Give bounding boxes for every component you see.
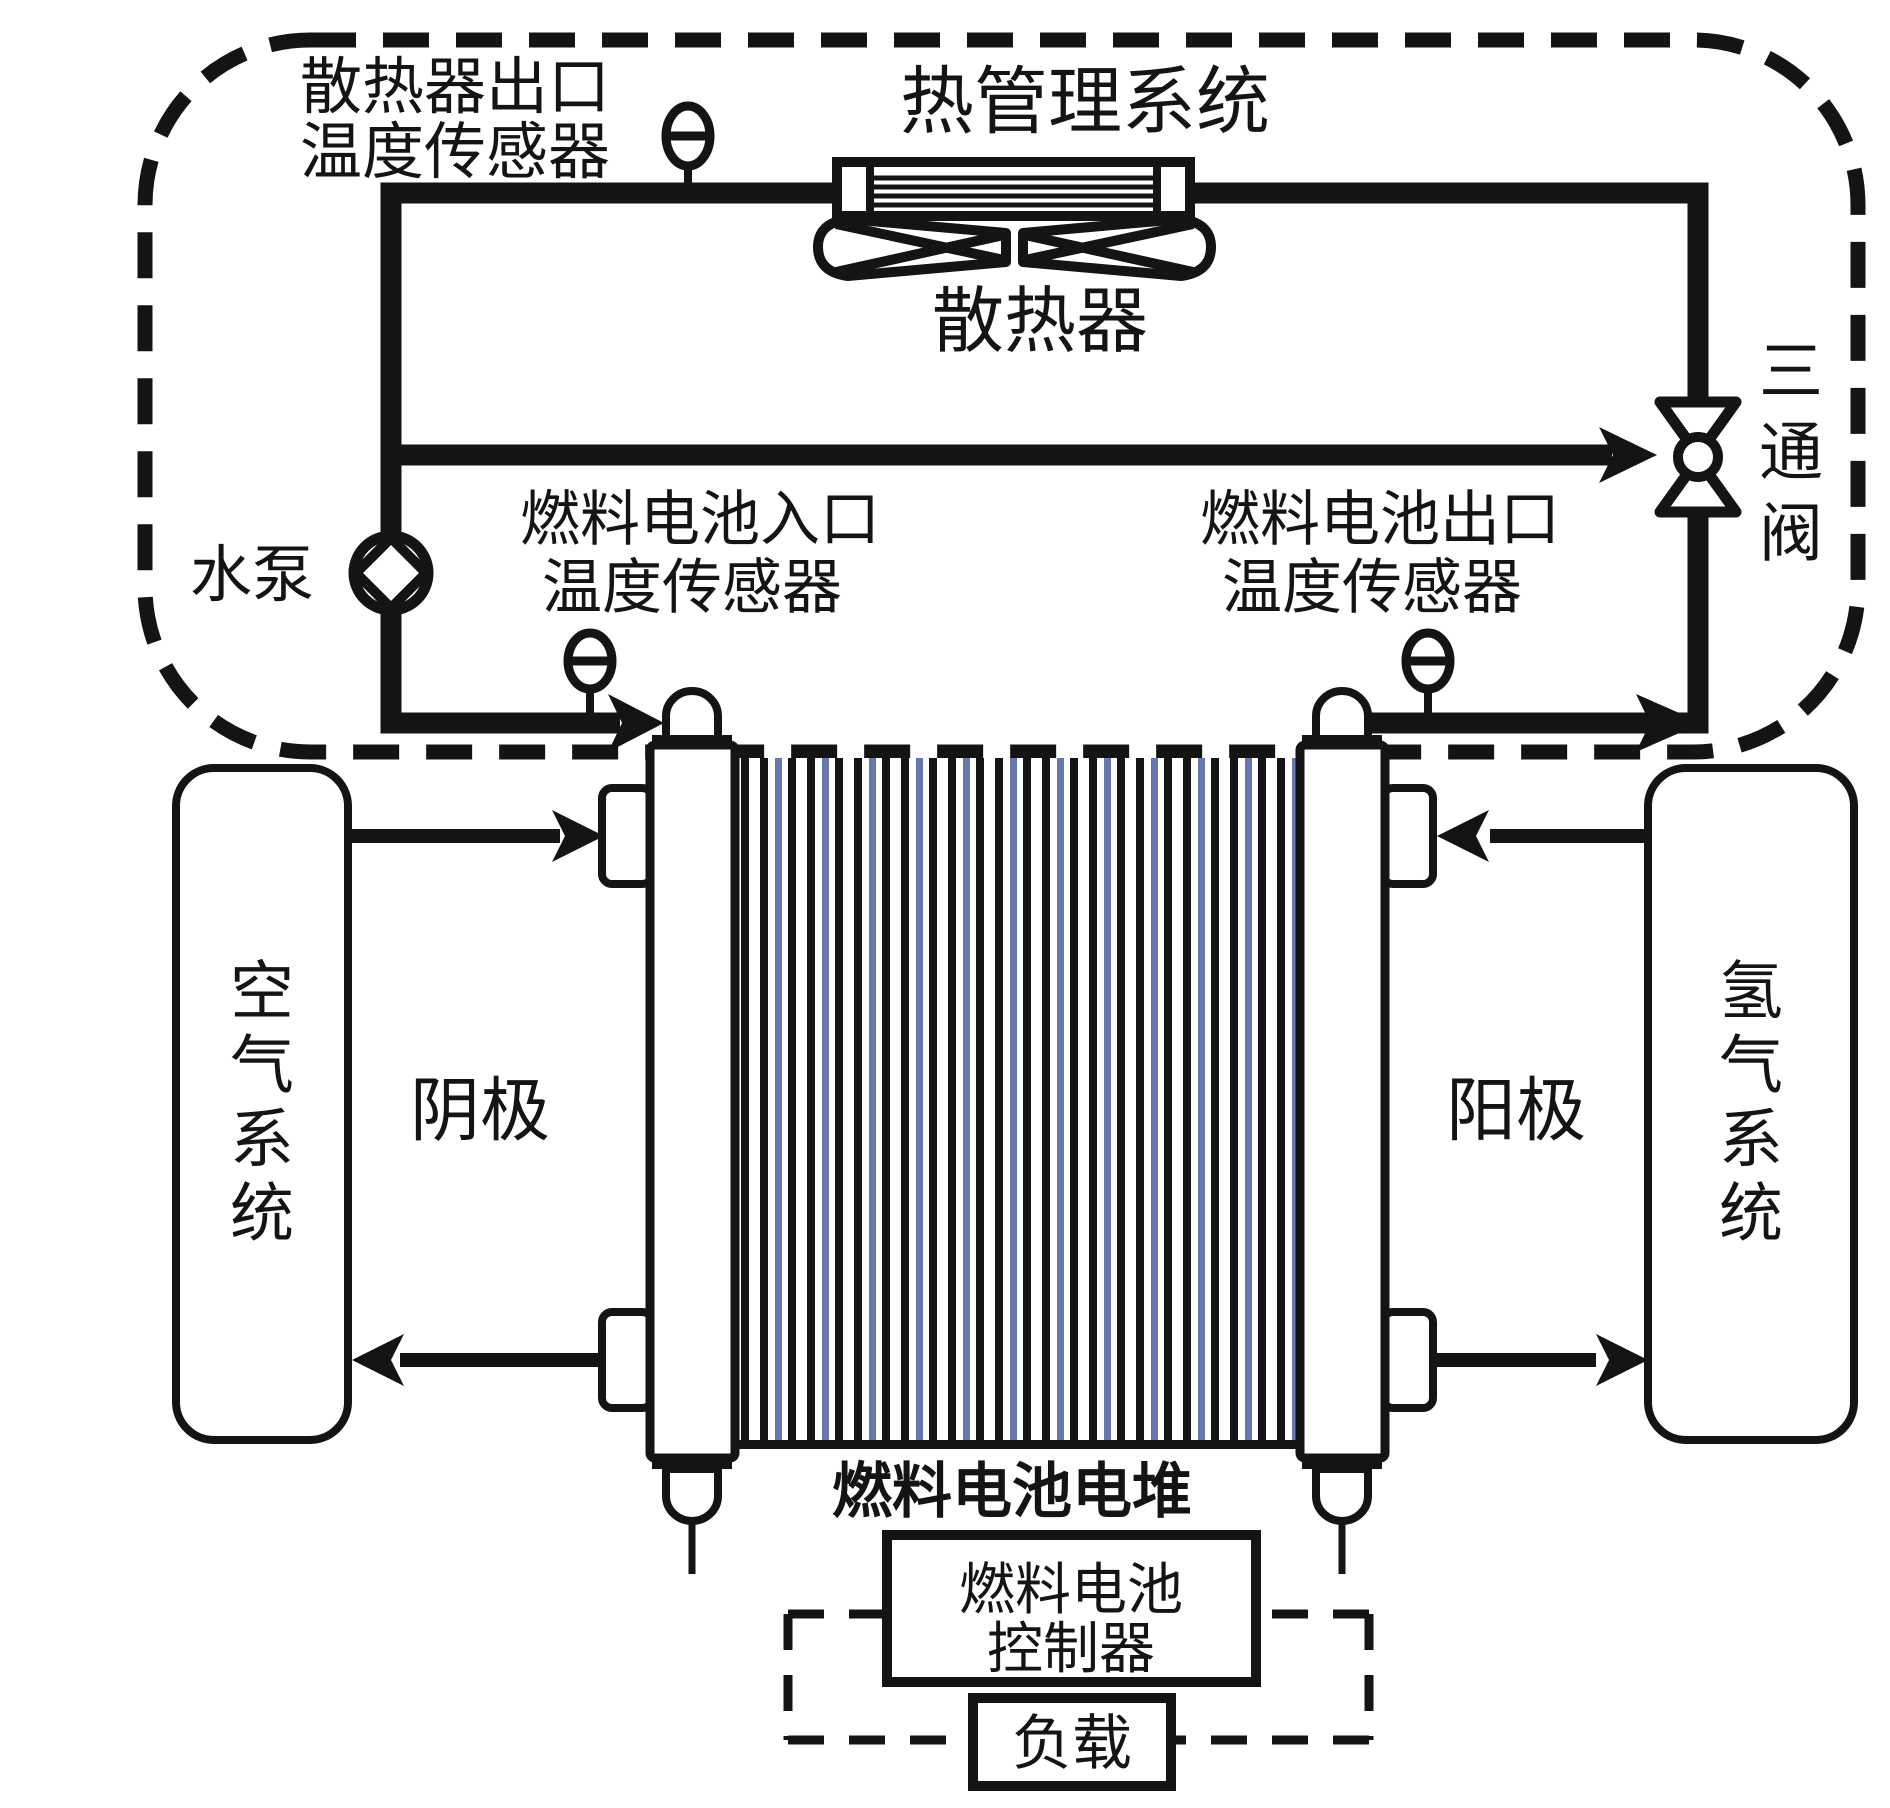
anode-outlet-port — [1379, 1308, 1437, 1412]
coolant-outlet-dome-port — [1302, 687, 1382, 749]
three-way-valve-label-char3: 阀 — [1759, 499, 1823, 570]
load-box — [968, 1693, 1176, 1791]
hydrogen-system-label: 氢 气 系 统 — [1719, 957, 1783, 1250]
three-way-valve-label-char1: 三 — [1759, 337, 1823, 408]
svg-text:统: 统 — [230, 1179, 294, 1250]
stack-label: 燃料电池电堆 — [832, 1459, 1192, 1525]
coolant-pipe-main-loop — [380, 182, 1709, 734]
cathode-inlet-port — [598, 784, 656, 888]
coolant-inlet-dome-port — [652, 687, 732, 749]
svg-text:空: 空 — [230, 957, 294, 1028]
radiator-outlet-sensor-label-line2: 温度传感器 — [300, 119, 610, 187]
fc-inlet-sensor-label-line1: 燃料电池入口 — [520, 487, 880, 553]
radiator-outlet-temp-sensor-icon — [661, 101, 715, 187]
stack-right-end-plate — [1295, 740, 1390, 1463]
arrow-coolant-out-of-stack-icon — [1636, 694, 1702, 752]
anode-outlet-arrow — [1433, 1334, 1648, 1386]
svg-text:气: 气 — [230, 1031, 294, 1102]
air-system-label: 空 气 系 统 — [230, 957, 294, 1250]
arrow-coolant-into-stack-icon — [608, 694, 664, 752]
hydrogen-system-box — [1644, 764, 1858, 1444]
thermal-system-title: 热管理系统 — [900, 62, 1270, 144]
svg-text:气: 气 — [1719, 1031, 1783, 1102]
water-pump-label: 水泵 — [190, 542, 314, 610]
controller-label-line2: 控制器 — [987, 1619, 1155, 1681]
cathode-inlet-arrow — [348, 810, 604, 862]
cathode-outlet-arrow — [352, 1334, 602, 1386]
stack-bottom-cap — [735, 1440, 1300, 1449]
fc-outlet-temp-sensor-icon — [1401, 628, 1455, 714]
radiator-symbol — [813, 157, 1216, 281]
radiator-label: 散热器 — [932, 282, 1148, 362]
stack-cell-plates — [735, 758, 1300, 1448]
svg-text:氢: 氢 — [1719, 957, 1783, 1028]
radiator-outlet-sensor-label-line1: 散热器出口 — [300, 54, 610, 122]
svg-text:统: 统 — [1719, 1179, 1783, 1250]
svg-text:系: 系 — [230, 1105, 294, 1176]
cathode-label: 阴极 — [410, 1074, 550, 1151]
arrow-bypass-into-valve-icon — [1599, 427, 1657, 483]
fc-outlet-sensor-label-line2: 温度传感器 — [1222, 555, 1522, 621]
stack-left-end-plate — [645, 740, 740, 1463]
cathode-outlet-port — [598, 1308, 656, 1412]
three-way-valve-label-char2: 通 — [1759, 418, 1823, 489]
fuel-cell-stack — [598, 687, 1437, 1574]
fc-outlet-sensor-label-line1: 燃料电池出口 — [1200, 487, 1560, 553]
fc-inlet-temp-sensor-icon — [563, 628, 617, 714]
controller-signal-dashed-box — [783, 1609, 1374, 1745]
anode-inlet-port — [1379, 784, 1437, 888]
anode-inlet-arrow — [1437, 810, 1648, 862]
radiator-fan-right-icon — [1018, 214, 1216, 281]
thermal-system-dashed-boundary — [137, 32, 1866, 760]
fc-inlet-sensor-label-line2: 温度传感器 — [542, 555, 842, 621]
three-way-valve-icon — [1654, 396, 1742, 518]
stack-positive-terminal — [1302, 1458, 1382, 1574]
water-pump-icon — [348, 530, 434, 616]
radiator-fan-left-icon — [813, 214, 1011, 281]
svg-text:系: 系 — [1719, 1105, 1783, 1176]
stack-negative-terminal — [652, 1458, 732, 1574]
radiator-fins — [874, 175, 1153, 208]
controller-label-line1: 燃料电池 — [959, 1560, 1183, 1622]
load-label: 负载 — [1012, 1711, 1132, 1777]
fuel-cell-controller-box — [882, 1530, 1261, 1687]
anode-label: 阳极 — [1446, 1074, 1586, 1151]
air-system-box — [172, 764, 352, 1444]
